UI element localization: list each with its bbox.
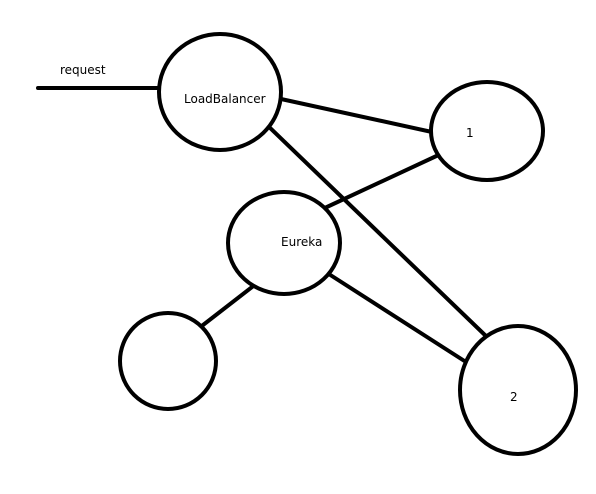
instance-2-node <box>458 324 578 456</box>
edge-client-to-eureka <box>192 282 258 334</box>
edge-loadbalancer-to-1 <box>279 97 434 134</box>
edge-eureka-to-2 <box>319 267 468 364</box>
edge-eureka-to-1 <box>312 150 447 215</box>
instance-1-label: 1 <box>466 126 474 140</box>
instance-1-node <box>429 80 545 182</box>
eureka-label: Eureka <box>281 235 322 249</box>
client-node <box>118 311 218 411</box>
request-label: request <box>60 63 106 77</box>
loadbalancer-label: LoadBalancer <box>184 92 266 106</box>
eureka-node <box>226 190 342 296</box>
instance-2-label: 2 <box>510 390 518 404</box>
loadbalancer-node <box>157 32 283 152</box>
edge-loadbalancer-to-2 <box>264 122 490 340</box>
